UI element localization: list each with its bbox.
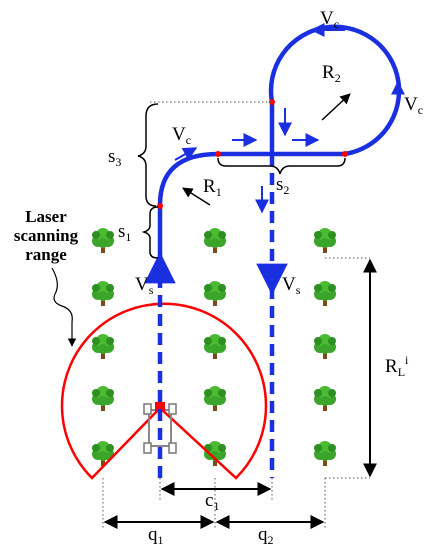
radius-r2-arrow [321, 93, 351, 121]
tree-icon [314, 281, 336, 306]
q2-label: q2 [258, 524, 274, 547]
r1-label: R1 [203, 176, 222, 199]
tree-icon [92, 281, 114, 306]
tree-icon [92, 334, 114, 359]
tree-icon [204, 441, 226, 466]
c1-label: c1 [205, 490, 219, 513]
r2-label: R2 [322, 62, 341, 85]
s1-label: s1 [118, 221, 131, 244]
s1-brace [141, 206, 159, 259]
laser-label-pointer [51, 267, 77, 347]
vc-left-label: Vc [172, 124, 191, 147]
tree-icon [314, 334, 336, 359]
s2-label: s2 [276, 174, 289, 197]
tree-grid [92, 228, 336, 466]
tree-icon [314, 228, 336, 253]
tree-icon [204, 386, 226, 411]
vc-top-label: Vc [320, 8, 339, 31]
tree-icon [92, 228, 114, 253]
s3-brace [137, 103, 159, 207]
tree-icon [204, 334, 226, 359]
laser-scanning-label: Laser scanning range [14, 207, 79, 264]
tree-icon [92, 441, 114, 466]
tree-icon [92, 386, 114, 411]
direction-arrows [144, 23, 405, 296]
tree-icon [314, 441, 336, 466]
s3-label: s3 [108, 146, 121, 169]
laser-scanning-sector [60, 302, 268, 480]
vehicle-position-marker [155, 402, 165, 412]
tree-icon [204, 228, 226, 253]
q1-label: q1 [148, 524, 164, 547]
vs-left-label: Vs [135, 274, 154, 297]
tree-icon [204, 281, 226, 306]
s2-brace [217, 157, 346, 175]
svg-text:Laser: Laser [25, 207, 67, 226]
vc-right-label: Vc [404, 94, 423, 117]
svg-text:scanning: scanning [14, 226, 79, 245]
tree-icon [314, 386, 336, 411]
radius-r1-arrow [182, 187, 211, 206]
planned-path [157, 24, 402, 478]
svg-text:range: range [25, 245, 67, 264]
vs-right-label: Vs [282, 274, 301, 297]
transition-points [157, 99, 348, 209]
rl-label: RLi [385, 353, 409, 379]
